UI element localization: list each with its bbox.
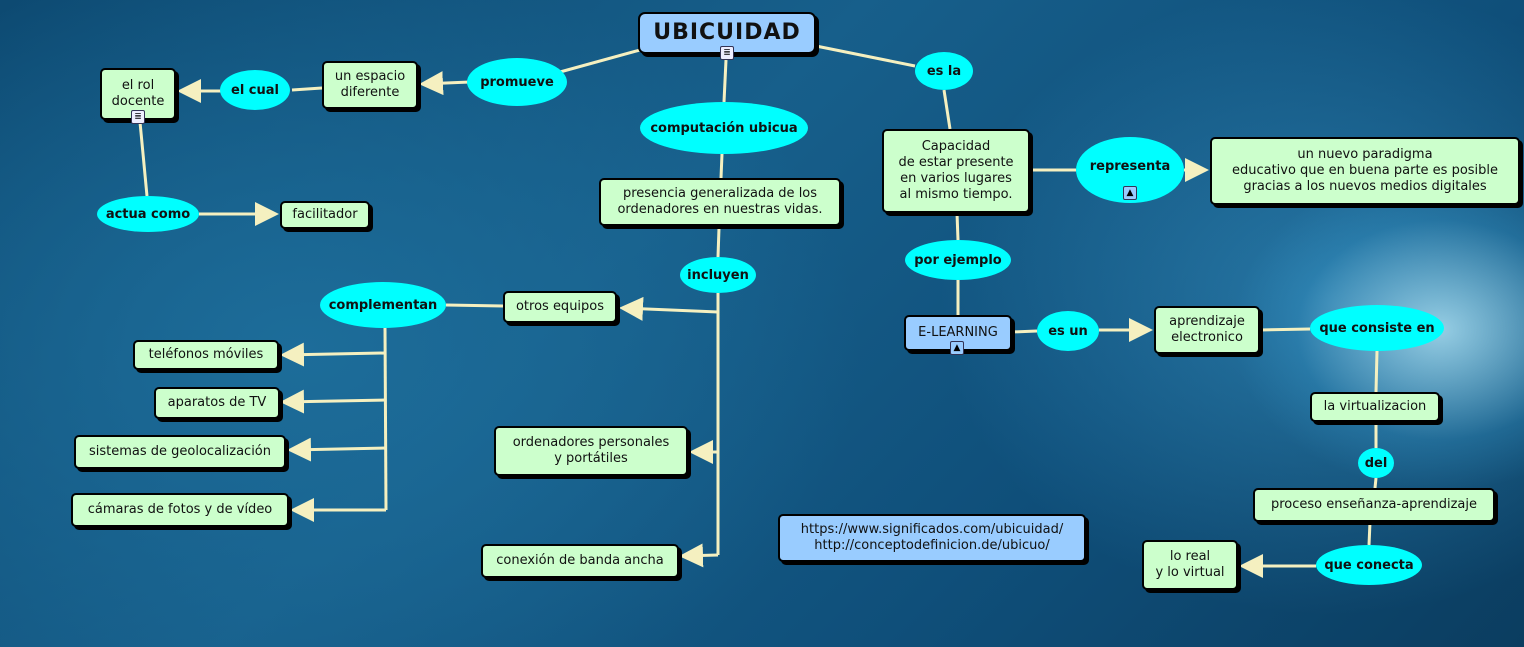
concept-aprendizaje-electronico[interactable]: aprendizaje electronico <box>1154 306 1260 354</box>
link-que-conecta[interactable]: que conecta <box>1316 545 1422 585</box>
link-computacion-ubicua[interactable]: computación ubicua <box>640 102 808 154</box>
concept-facilitador[interactable]: facilitador <box>280 201 370 229</box>
link-es-la[interactable]: es la <box>915 52 973 90</box>
concept-camaras[interactable]: cámaras de fotos y de vídeo <box>71 493 289 527</box>
link-el-cual[interactable]: el cual <box>220 70 290 110</box>
document-icon[interactable]: ≣ <box>720 46 734 60</box>
link-incluyen[interactable]: incluyen <box>680 257 756 293</box>
concept-lo-real-virtual[interactable]: lo real y lo virtual <box>1142 540 1238 590</box>
image-icon[interactable]: ▲ <box>950 341 964 355</box>
concept-proceso[interactable]: proceso enseñanza-aprendizaje <box>1253 488 1495 522</box>
concept-urls[interactable]: https://www.significados.com/ubicuidad/ … <box>778 514 1086 562</box>
link-actua-como[interactable]: actua como <box>97 196 199 232</box>
concept-espacio-diferente[interactable]: un espacio diferente <box>322 61 418 109</box>
concept-tv[interactable]: aparatos de TV <box>154 387 280 419</box>
concept-virtualizacion[interactable]: la virtualizacion <box>1310 392 1440 422</box>
link-promueve[interactable]: promueve <box>467 58 567 106</box>
concept-geolocalizacion[interactable]: sistemas de geolocalización <box>74 435 286 469</box>
concept-paradigma[interactable]: un nuevo paradigma educativo que en buen… <box>1210 137 1520 205</box>
link-complementan[interactable]: complementan <box>320 282 446 328</box>
concept-telefonos[interactable]: teléfonos móviles <box>133 340 279 370</box>
concept-capacidad[interactable]: Capacidad de estar presente en varios lu… <box>882 129 1030 213</box>
link-por-ejemplo[interactable]: por ejemplo <box>905 240 1011 280</box>
concept-banda-ancha[interactable]: conexión de banda ancha <box>481 544 679 578</box>
concept-ordenadores[interactable]: ordenadores personales y portátiles <box>494 426 688 476</box>
concept-presencia[interactable]: presencia generalizada de los ordenadore… <box>599 178 841 226</box>
link-es-un[interactable]: es un <box>1037 311 1099 351</box>
link-que-consiste-en[interactable]: que consiste en <box>1310 305 1444 351</box>
image-icon[interactable]: ▲ <box>1123 186 1137 200</box>
concept-otros-equipos[interactable]: otros equipos <box>503 291 617 323</box>
concept-rol-docente[interactable]: el rol docente <box>100 68 176 120</box>
link-del[interactable]: del <box>1358 448 1394 478</box>
document-icon[interactable]: ≣ <box>131 110 145 124</box>
